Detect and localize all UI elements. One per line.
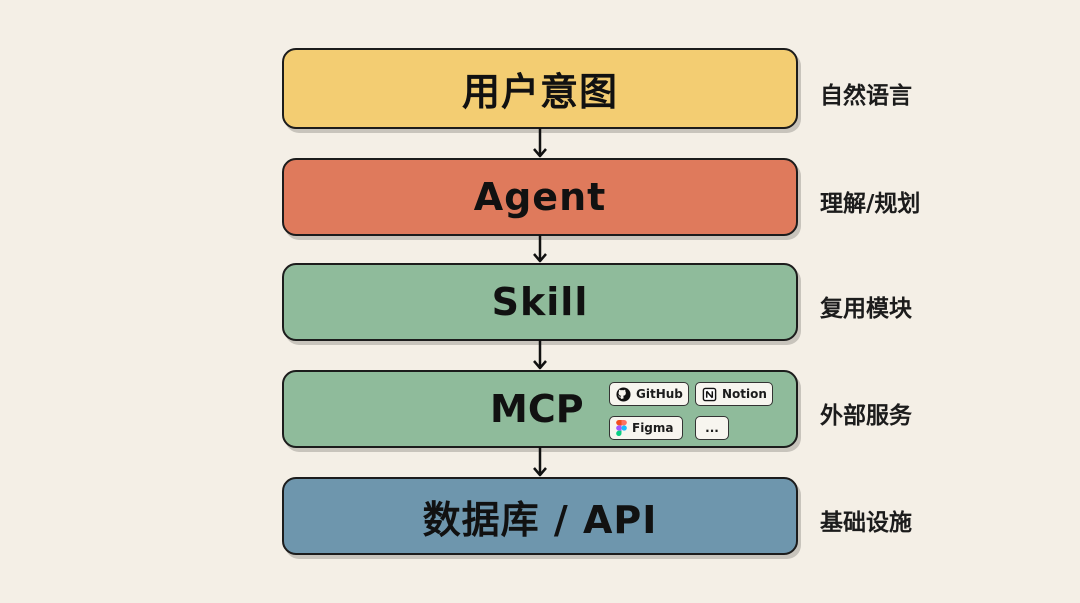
layer-title: 数据库 / API: [422, 497, 658, 542]
layer-skill: Skill: [282, 263, 798, 341]
layer-label-planning: 理解/规划: [820, 191, 921, 217]
mcp-service-chips: GitHub Notion Figma ...: [609, 382, 789, 442]
layer-title: 用户意图: [461, 70, 618, 114]
notion-icon: [702, 387, 717, 401]
down-arrow-icon: [533, 340, 547, 370]
layer-database-api: 数据库 / API: [282, 477, 798, 555]
down-arrow-icon: [533, 447, 547, 477]
figma-icon: [616, 420, 627, 436]
layer-label-natural-language: 自然语言: [820, 83, 912, 109]
down-arrow-icon: [533, 128, 547, 158]
service-name: Notion: [722, 387, 767, 401]
service-chip-github: GitHub: [609, 382, 689, 406]
github-icon: [616, 386, 631, 402]
layer-title: MCP: [490, 387, 584, 431]
layer-user-intent: 用户意图: [282, 48, 798, 129]
service-name: ...: [705, 421, 719, 435]
layer-label-infrastructure: 基础设施: [820, 510, 912, 536]
layer-label-reusable-modules: 复用模块: [820, 296, 912, 322]
service-chip-notion: Notion: [695, 382, 773, 406]
service-chip-figma: Figma: [609, 416, 683, 440]
layer-agent: Agent: [282, 158, 798, 236]
service-name: GitHub: [636, 387, 683, 401]
down-arrow-icon: [533, 235, 547, 263]
layer-label-external-services: 外部服务: [820, 403, 912, 429]
service-name: Figma: [632, 421, 674, 435]
layer-title: Skill: [491, 280, 589, 324]
service-chip-more: ...: [695, 416, 729, 440]
layer-mcp: MCP GitHub Notion Figma: [282, 370, 798, 448]
layer-title: Agent: [473, 175, 607, 219]
